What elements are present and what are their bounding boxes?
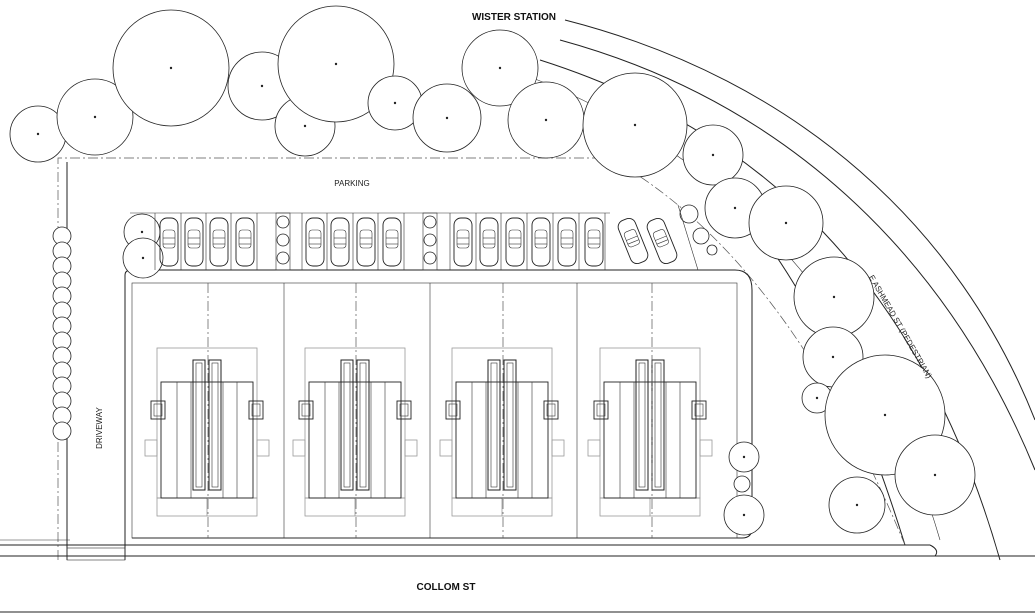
car-icon: [235, 217, 255, 267]
tree-icon: [733, 475, 751, 493]
driveway-label: DRIVEWAY: [95, 406, 104, 448]
unit-dividers: [207, 283, 653, 538]
collom-street-label: COLLOM ST: [417, 582, 476, 593]
wister-station-label: WISTER STATION: [472, 12, 556, 23]
building-block: [439, 347, 565, 517]
shrub-icon: [52, 421, 72, 441]
car-icon: [453, 217, 473, 267]
car-icon: [382, 217, 402, 267]
tree-icon: [56, 78, 134, 156]
tree-icon: [894, 434, 976, 516]
tree-icon: [507, 81, 585, 159]
buildings: [144, 347, 713, 517]
driveway: [66, 162, 126, 561]
tree-icon: [112, 9, 230, 127]
parking-label: PARKING: [334, 179, 369, 188]
tree-icon: [412, 83, 482, 153]
car-icon: [159, 217, 179, 267]
building-block: [144, 347, 270, 517]
tree-icon: [723, 494, 765, 536]
bollard-icon: [422, 212, 438, 271]
car-icon: [646, 217, 678, 265]
car-icon: [305, 217, 325, 267]
building-block: [587, 347, 713, 517]
tree-icon: [582, 72, 688, 178]
car-icon: [557, 217, 577, 267]
car-icon: [356, 217, 376, 267]
car-icon: [531, 217, 551, 267]
tree-icon: [828, 476, 886, 534]
car-icon: [479, 217, 499, 267]
car-icon: [209, 217, 229, 267]
tree-icon: [748, 185, 824, 261]
tree-icon: [793, 256, 875, 338]
bollards: [275, 212, 438, 271]
car-icon: [184, 217, 204, 267]
tree-icon: [461, 29, 539, 107]
car-icon: [330, 217, 350, 267]
building-block: [292, 347, 418, 517]
car-icon: [505, 217, 525, 267]
tree-canopy: [9, 5, 976, 536]
tree-icon: [679, 204, 699, 224]
car-icon: [617, 217, 649, 265]
car-icon: [584, 217, 604, 267]
bollard-icon: [275, 212, 291, 271]
tree-icon: [277, 5, 395, 123]
hedge-row: [52, 226, 72, 441]
site-outline: [124, 269, 753, 539]
parking-cars: [130, 204, 699, 271]
tree-icon: [706, 244, 718, 256]
tree-icon: [682, 124, 744, 186]
tree-icon: [728, 441, 760, 473]
tree-icon: [122, 237, 164, 279]
collom-street-lines: [0, 539, 1035, 613]
tree-icon: [692, 227, 710, 245]
